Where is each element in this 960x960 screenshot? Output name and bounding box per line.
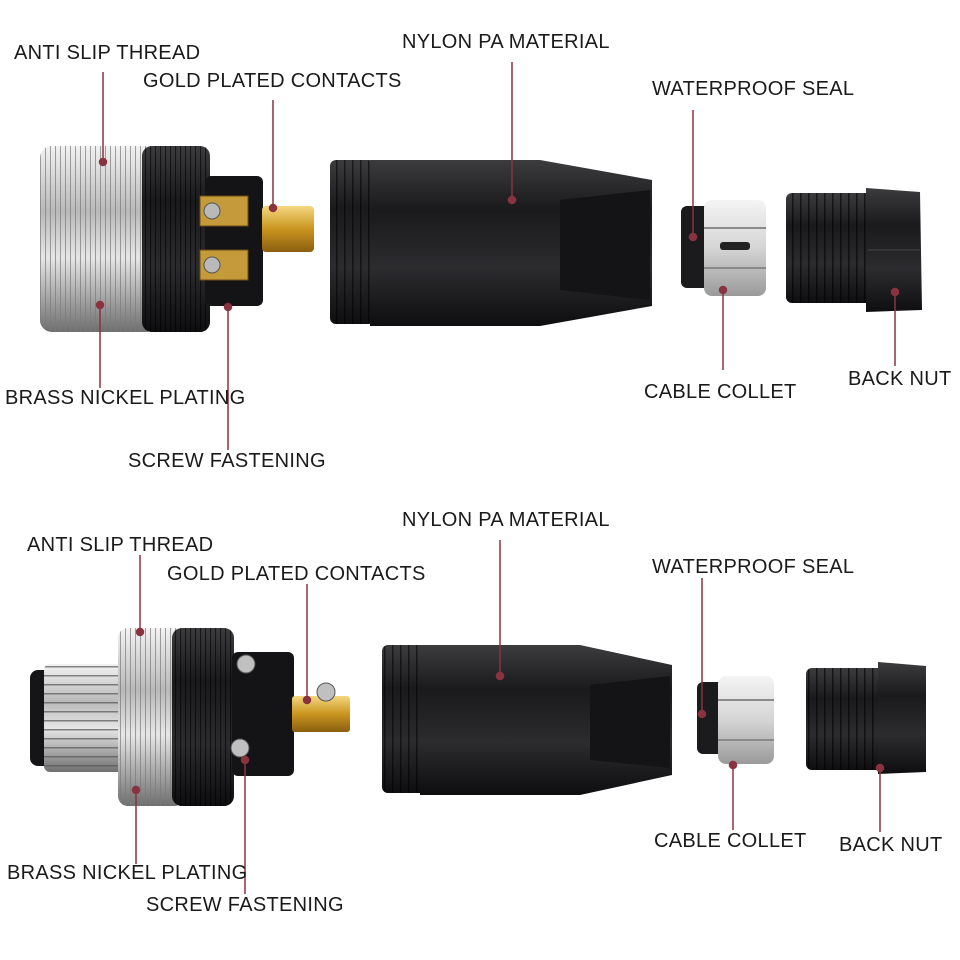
waterproof-seal bbox=[681, 206, 711, 288]
leader-lines-top bbox=[95, 62, 900, 450]
gold-contact-pin bbox=[262, 206, 314, 252]
label-cable-collet: CABLE COLLET bbox=[654, 830, 807, 852]
cable-collet bbox=[718, 676, 774, 764]
label-gold-plated-contacts: GOLD PLATED CONTACTS bbox=[143, 70, 402, 92]
diagram-bottom bbox=[30, 540, 926, 894]
nylon-body bbox=[330, 160, 652, 326]
label-brass-nickel-plating: BRASS NICKEL PLATING bbox=[7, 862, 248, 884]
anti-slip-knurled-nut bbox=[40, 146, 158, 332]
nylon-body bbox=[382, 645, 672, 795]
label-back-nut: BACK NUT bbox=[839, 834, 943, 856]
anti-slip-knurled-nut bbox=[118, 628, 184, 806]
back-nut bbox=[806, 662, 926, 774]
label-back-nut: BACK NUT bbox=[848, 368, 952, 390]
diagram-top bbox=[40, 62, 922, 450]
label-waterproof-seal: WATERPROOF SEAL bbox=[652, 556, 855, 578]
label-screw-fastening: SCREW FASTENING bbox=[128, 450, 326, 472]
gold-contact-pin bbox=[292, 682, 350, 732]
back-nut bbox=[786, 188, 922, 312]
label-anti-slip-thread: ANTI SLIP THREAD bbox=[27, 534, 214, 556]
leader-lines-bottom bbox=[131, 540, 885, 894]
label-waterproof-seal: WATERPROOF SEAL bbox=[652, 78, 855, 100]
label-screw-fastening: SCREW FASTENING bbox=[146, 894, 344, 916]
label-anti-slip-thread: ANTI SLIP THREAD bbox=[14, 42, 201, 64]
contact-insert bbox=[199, 176, 263, 306]
contact-insert bbox=[230, 652, 294, 776]
black-coupling-ring bbox=[172, 628, 234, 806]
label-nylon-pa-material: NYLON PA MATERIAL bbox=[402, 31, 610, 53]
label-nylon-pa-material: NYLON PA MATERIAL bbox=[402, 509, 610, 531]
label-brass-nickel-plating: BRASS NICKEL PLATING bbox=[5, 387, 246, 409]
black-coupling-ring bbox=[142, 146, 210, 332]
label-gold-plated-contacts: GOLD PLATED CONTACTS bbox=[167, 563, 426, 585]
cable-collet bbox=[704, 200, 766, 296]
label-cable-collet: CABLE COLLET bbox=[644, 381, 797, 403]
threaded-front bbox=[30, 664, 134, 772]
